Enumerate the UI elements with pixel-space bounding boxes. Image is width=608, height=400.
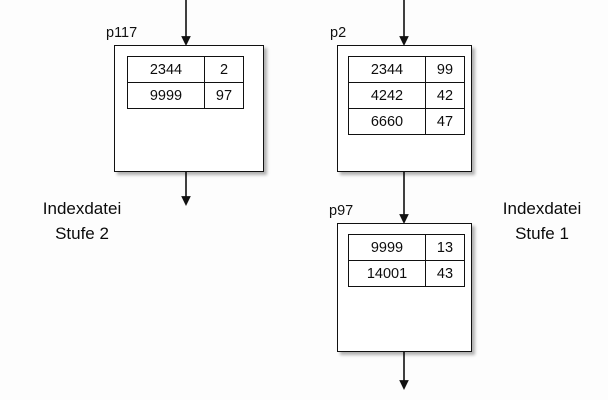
entry-pointer: 43 <box>425 260 465 287</box>
entry-pointer: 47 <box>425 108 465 135</box>
entry-table-p97: 9999 13 14001 43 <box>348 234 465 287</box>
caption-left-line2: Stufe 2 <box>55 224 109 243</box>
entry-table-p2: 2344 99 4242 42 6660 47 <box>348 56 465 135</box>
index-block-p97[interactable]: 9999 13 14001 43 <box>337 223 472 352</box>
entry-pointer: 2 <box>204 56 244 83</box>
table-row: 14001 43 <box>348 260 465 287</box>
entry-key: 4242 <box>348 82 426 109</box>
table-row: 2344 2 <box>127 56 244 83</box>
entry-table-p117: 2344 2 9999 97 <box>127 56 244 109</box>
caption-right: Indexdatei Stufe 1 <box>482 196 602 246</box>
table-row: 4242 42 <box>348 82 465 109</box>
table-row: 9999 97 <box>127 82 244 109</box>
entry-pointer: 99 <box>425 56 465 83</box>
caption-left: Indexdatei Stufe 2 <box>12 196 152 246</box>
index-block-p117[interactable]: 2344 2 9999 97 <box>114 45 264 172</box>
table-row: 9999 13 <box>348 234 465 261</box>
caption-left-line1: Indexdatei <box>42 199 122 218</box>
entry-key: 9999 <box>127 82 205 109</box>
table-row: 2344 99 <box>348 56 465 83</box>
entry-pointer: 42 <box>425 82 465 109</box>
entry-key: 2344 <box>127 56 205 83</box>
entry-key: 6660 <box>348 108 426 135</box>
entry-key: 2344 <box>348 56 426 83</box>
index-block-p2[interactable]: 2344 99 4242 42 6660 47 <box>337 45 472 172</box>
entry-key: 9999 <box>348 234 426 261</box>
block-label-p117: p117 <box>106 25 138 41</box>
caption-right-line1: Indexdatei <box>502 199 582 218</box>
entry-pointer: 13 <box>425 234 465 261</box>
block-label-p97: p97 <box>329 203 354 219</box>
caption-right-line2: Stufe 1 <box>515 224 569 243</box>
entry-key: 14001 <box>348 260 426 287</box>
entry-pointer: 97 <box>204 82 244 109</box>
block-label-p2: p2 <box>330 25 347 41</box>
table-row: 6660 47 <box>348 108 465 135</box>
